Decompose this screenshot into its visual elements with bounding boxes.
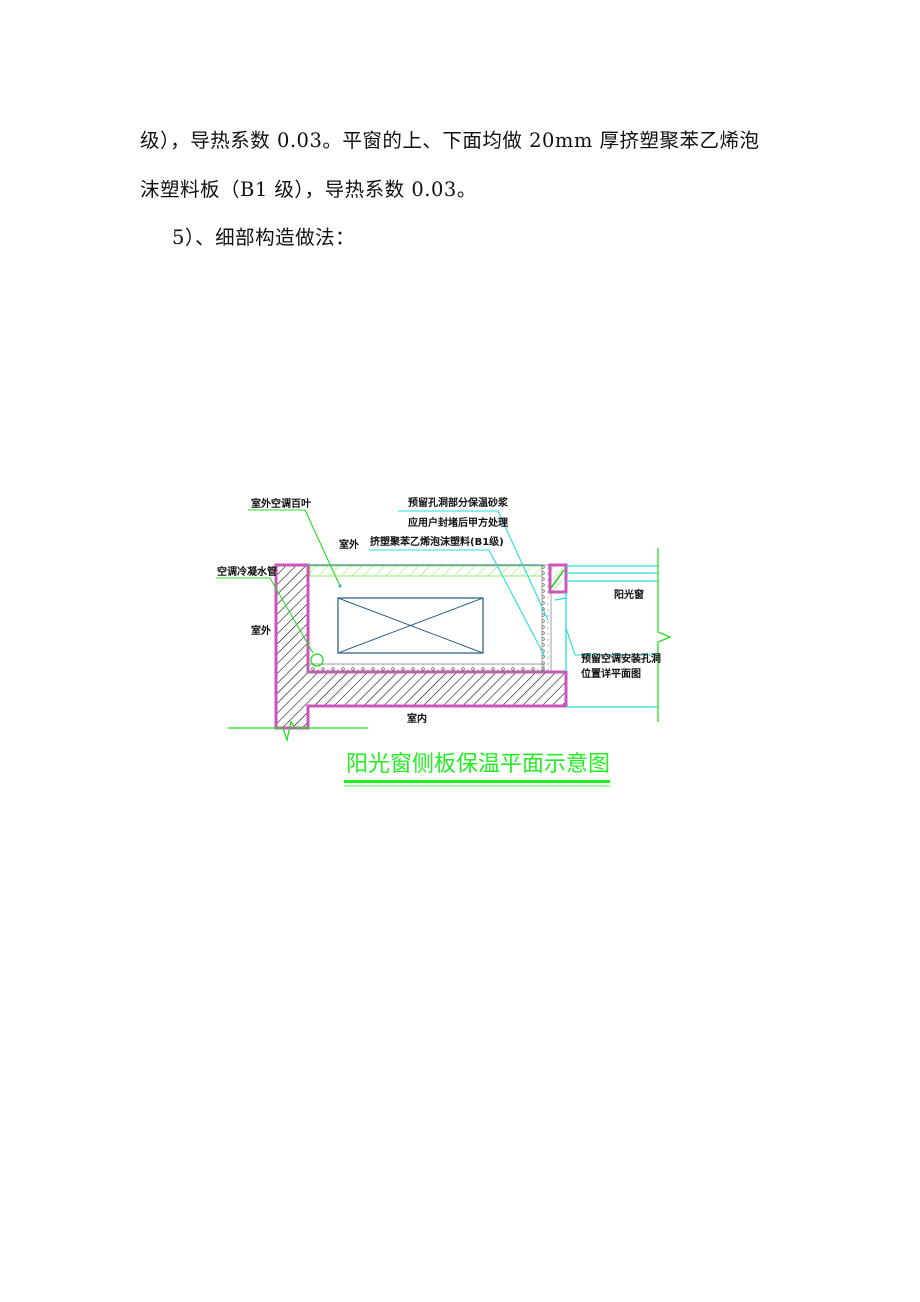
label-indoor: 室内 (407, 712, 427, 725)
label-condensate-pipe: 空调冷凝水管 (217, 565, 277, 578)
mortar-bottom (307, 663, 545, 673)
ac-unit-box (337, 597, 484, 654)
label-reserved-hole-mortar: 预留孔洞部分保温砂浆 (408, 496, 509, 509)
label-reserved-ac-hole-2: 位置详平面图 (581, 667, 641, 680)
mortar-right (541, 564, 552, 673)
label-outdoor-top: 室外 (339, 538, 359, 551)
wall-section (274, 563, 568, 730)
paragraph-line-2: 沫塑料板（B1 级），导热系数 0.03。 (140, 178, 477, 201)
label-outdoor-left: 室外 (251, 624, 271, 637)
label-outdoor-louver: 室外空调百叶 (251, 497, 311, 510)
section-heading: 5）、细部构造做法： (172, 226, 356, 249)
break-line-right (657, 548, 672, 722)
figure-title: 阳光窗侧板保温平面示意图 (346, 752, 610, 777)
condensate-pipe-icon (310, 653, 324, 667)
xps-insulation-top (309, 565, 543, 577)
label-seal-note: 应用户封堵后甲方处理 (408, 516, 508, 529)
break-line-bottom (228, 720, 368, 743)
label-xps-board: 挤塑聚苯乙烯泡沫塑料(B1级) (370, 535, 504, 548)
paragraph-line-1: 级），导热系数 0.03。平窗的上、下面均做 20mm 厚挤塑聚苯乙烯泡 (140, 129, 760, 152)
label-reserved-ac-hole-1: 预留空调安装孔洞 (581, 652, 661, 665)
label-sun-window: 阳光窗 (614, 588, 644, 601)
